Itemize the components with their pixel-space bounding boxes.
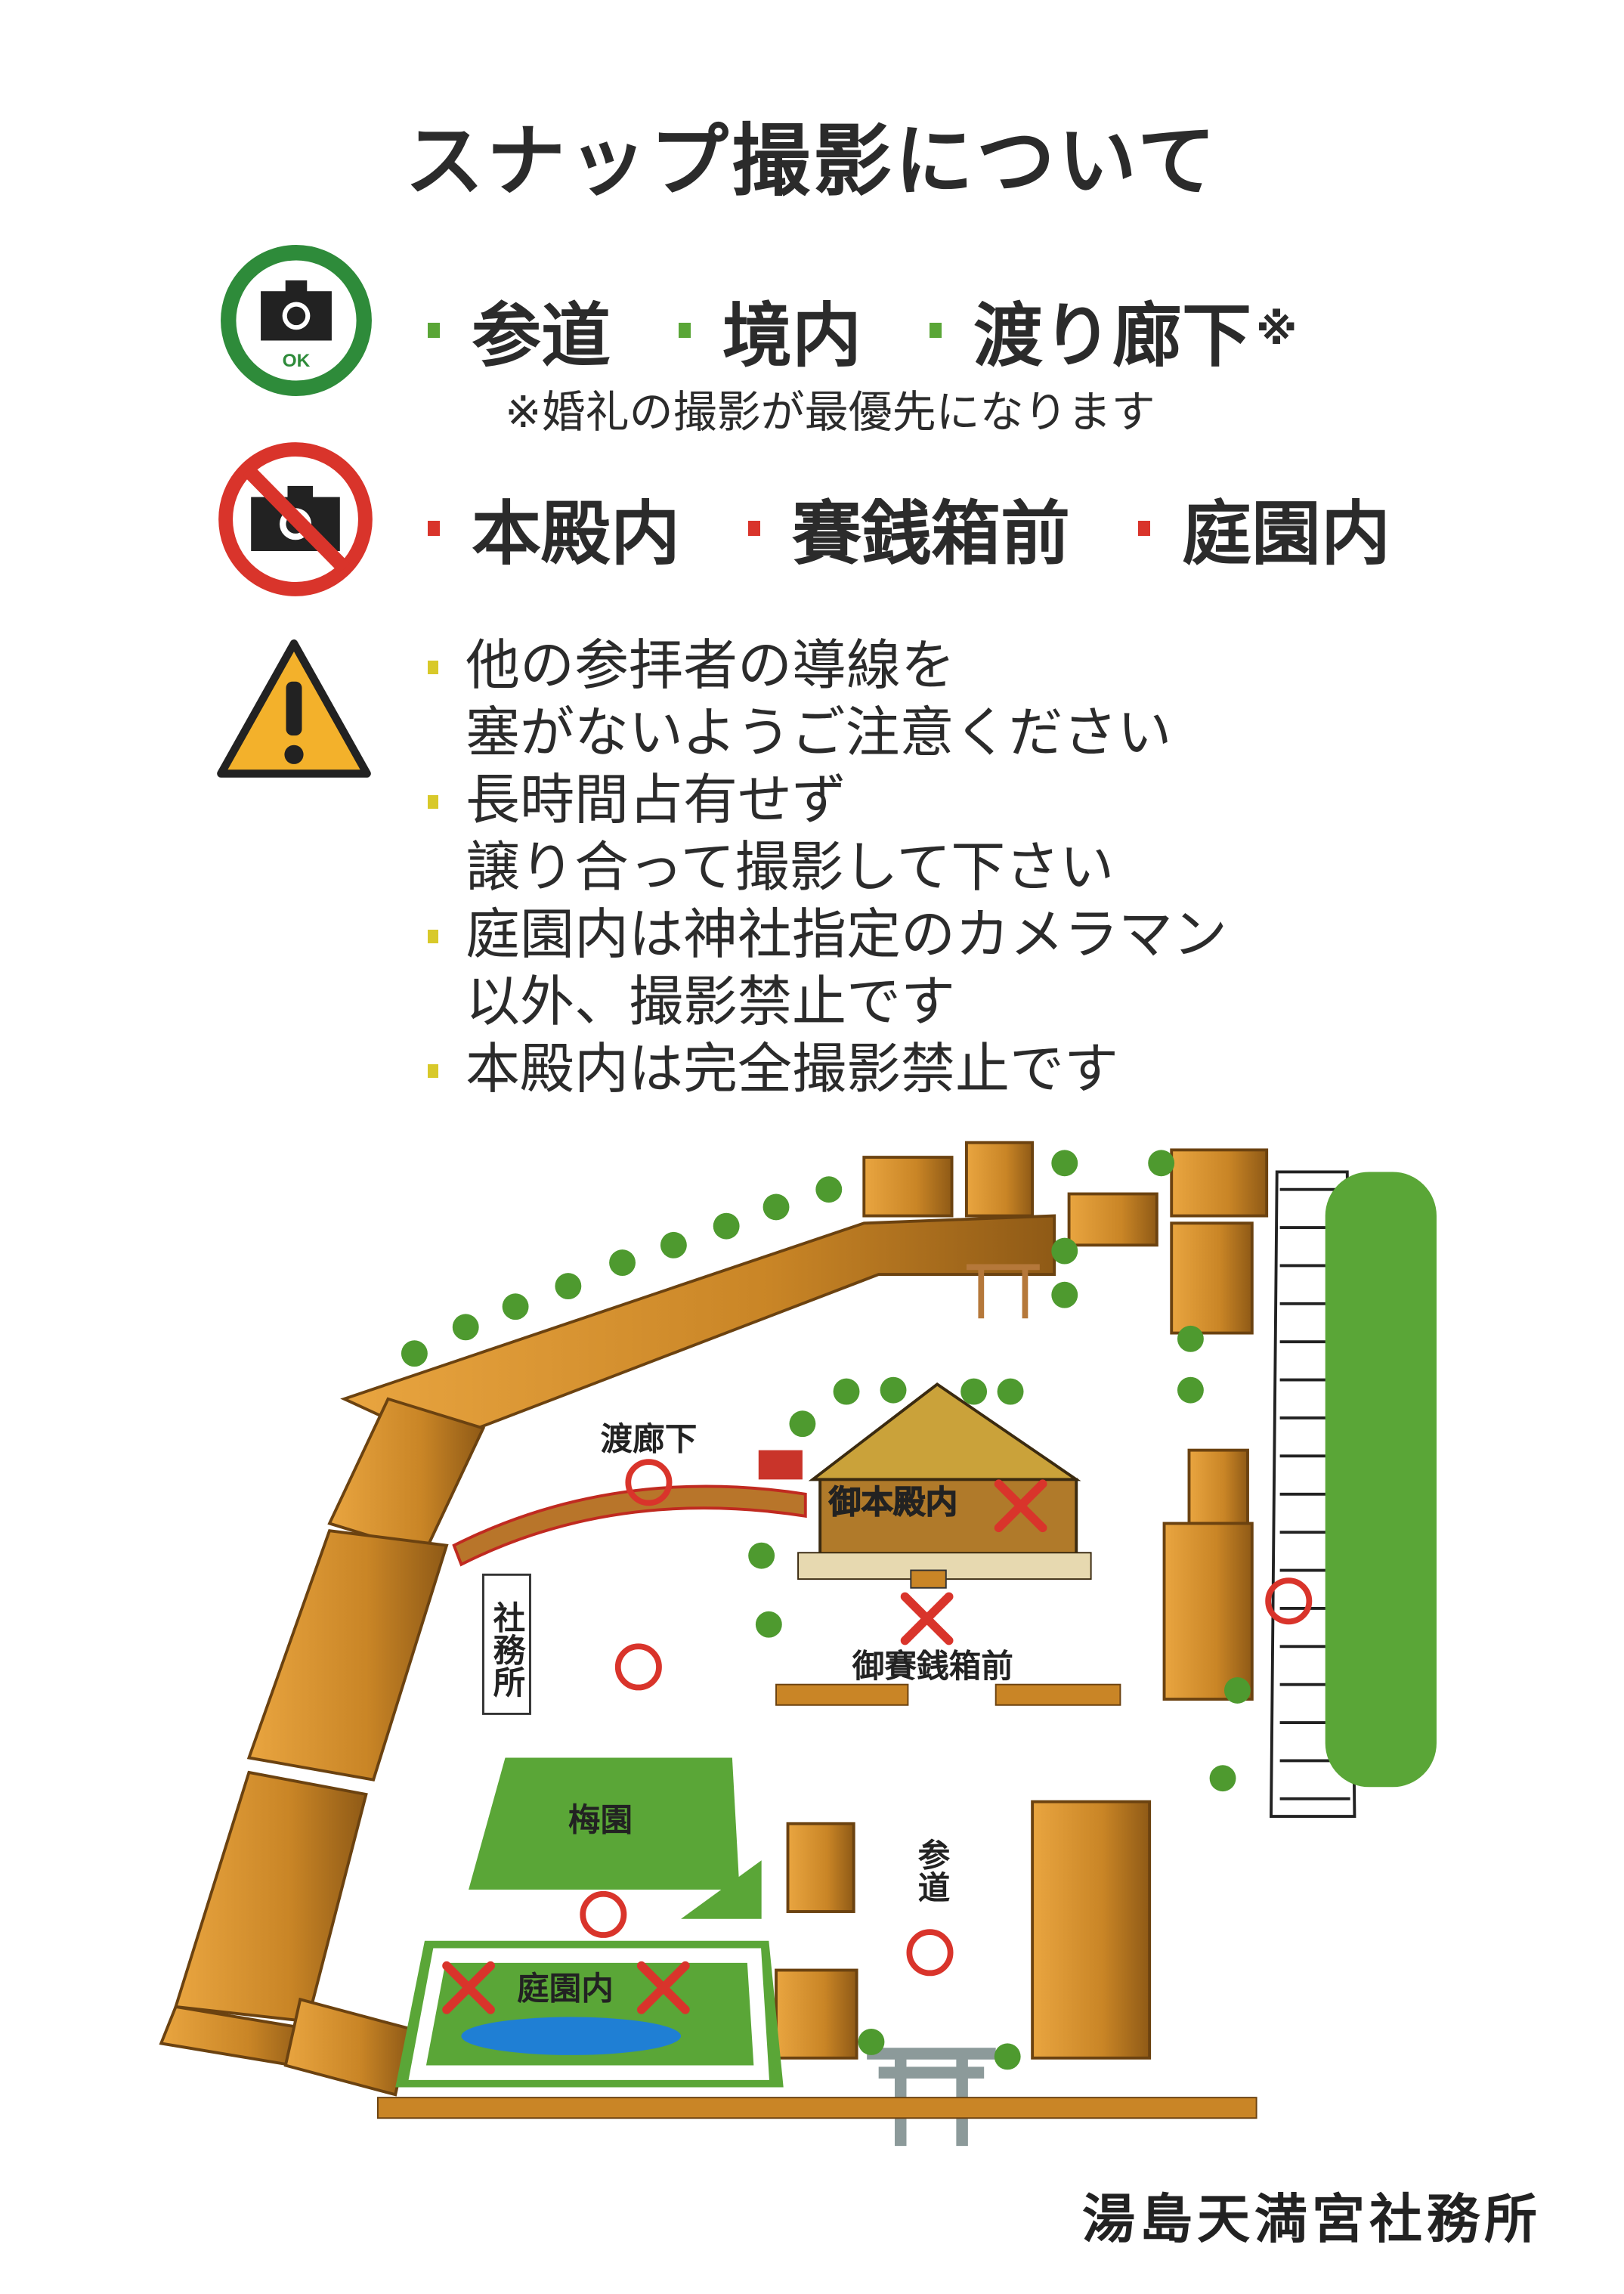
camera-ok-icon: OK: [221, 245, 372, 396]
green-bullet-icon: [679, 322, 691, 338]
tree-icon: [858, 2029, 885, 2055]
caution-item: 庭園内は神社指定のカメラマン以外、撮影禁止です: [428, 901, 1227, 1036]
red-bullet-icon: [428, 520, 440, 536]
green-bullet-icon: [930, 322, 942, 338]
allowed-circle-mark: [906, 1929, 954, 1977]
tree-icon: [1051, 1150, 1078, 1177]
label-offering-box: 御賽銭箱前: [852, 1648, 1013, 1686]
page-title: スナップ撮影について: [405, 115, 1219, 207]
tree-icon: [1148, 1150, 1175, 1177]
yellow-bullet-icon: [428, 661, 438, 674]
warning-icon: [217, 639, 371, 778]
crossing-corridor: [452, 1484, 807, 1567]
tree-icon: [833, 1378, 860, 1405]
bottom-wall: [376, 2097, 1257, 2119]
tree-icon: [555, 1273, 582, 1300]
prohibited-cross-mark: [442, 1961, 495, 2014]
tree-icon: [755, 1611, 782, 1638]
tree-icon: [1223, 1676, 1251, 1704]
right-green-area: [1325, 1172, 1437, 1788]
prohibited-item: 本殿内: [428, 478, 680, 578]
tree-icon: [1209, 1765, 1236, 1792]
offering-box: [910, 1569, 947, 1589]
caution-item: 長時間占有せず譲り合って撮影して下さい: [428, 766, 1227, 901]
tree-icon: [815, 1176, 843, 1203]
yellow-bullet-icon: [428, 795, 438, 809]
tree-icon: [789, 1410, 816, 1438]
caution-item: 本殿内は完全撮影禁止です: [428, 1036, 1227, 1103]
prohibited-list: 本殿内 賽銭箱前 庭園内: [428, 478, 1459, 578]
allowed-item: 参道: [428, 280, 611, 380]
tree-icon: [502, 1293, 529, 1320]
red-bullet-icon: [1138, 520, 1151, 536]
tree-icon: [609, 1249, 636, 1277]
allowed-item: 境内: [679, 280, 861, 380]
label-approach: 参道: [912, 1838, 950, 1903]
footer-signature: 湯島天満宮社務所: [1082, 2187, 1542, 2250]
label-plum-garden: 梅園: [568, 1801, 633, 1839]
tree-icon: [1177, 1376, 1204, 1404]
prohibited-item: 賽銭箱前: [748, 478, 1070, 578]
right-buildings: [775, 1141, 1269, 2060]
left-buildings: [159, 1397, 486, 2097]
tree-icon: [994, 2043, 1021, 2070]
fence-left: [775, 1683, 909, 1706]
tree-icon: [748, 1542, 775, 1569]
prohibited-item: 庭園内: [1138, 478, 1390, 578]
pond: [461, 2017, 682, 2055]
allowed-list: 参道 境内 渡り廊下※: [428, 280, 1366, 380]
yellow-bullet-icon: [428, 930, 438, 943]
prohibited-cross-mark: [636, 1961, 690, 2014]
caution-list: 他の参拝者の導線を塞がないようご注意ください 長時間占有せず譲り合って撮影して下…: [428, 632, 1227, 1103]
tree-icon: [1051, 1237, 1078, 1265]
allowed-circle-mark: [1265, 1577, 1313, 1625]
svg-text:OK: OK: [283, 351, 311, 371]
tree-icon: [401, 1340, 428, 1367]
office-sign: [482, 1573, 531, 1715]
label-main-hall: 御本殿内: [828, 1484, 958, 1522]
red-bullet-icon: [748, 520, 761, 536]
label-office: 社務所: [487, 1601, 525, 1698]
tree-icon: [713, 1212, 740, 1240]
label-garden: 庭園内: [517, 1970, 614, 2008]
tree-icon: [660, 1231, 687, 1258]
prohibited-cross-mark: [900, 1592, 954, 1645]
tree-icon: [763, 1193, 790, 1221]
tree-icon: [880, 1376, 907, 1404]
tree-icon: [997, 1378, 1024, 1405]
fence-right: [995, 1683, 1121, 1706]
allowed-circle-mark: [580, 1890, 627, 1938]
tree-icon: [1051, 1281, 1078, 1308]
plum-garden: [469, 1757, 740, 1890]
asterisk: ※: [1256, 305, 1298, 354]
tree-icon: [452, 1314, 479, 1341]
top-torii: [966, 1264, 1040, 1319]
japanese-garden: [395, 1940, 784, 2088]
allowed-item: 渡り廊下※: [930, 280, 1298, 380]
green-bullet-icon: [428, 322, 440, 338]
tree-icon: [1177, 1325, 1204, 1352]
label-corridor: 渡廊下: [600, 1421, 697, 1459]
tree-icon: [960, 1378, 988, 1405]
caution-item: 他の参拝者の導線を塞がないようご注意ください: [428, 632, 1227, 766]
yellow-bullet-icon: [428, 1064, 438, 1078]
camera-prohibited-icon: [218, 442, 373, 596]
prohibited-cross-mark: [994, 1479, 1047, 1533]
allowed-circle-mark: [614, 1643, 662, 1691]
allowed-circle-mark: [625, 1459, 673, 1506]
allowed-note: ※婚礼の撮影が最優先になります: [505, 386, 1155, 438]
